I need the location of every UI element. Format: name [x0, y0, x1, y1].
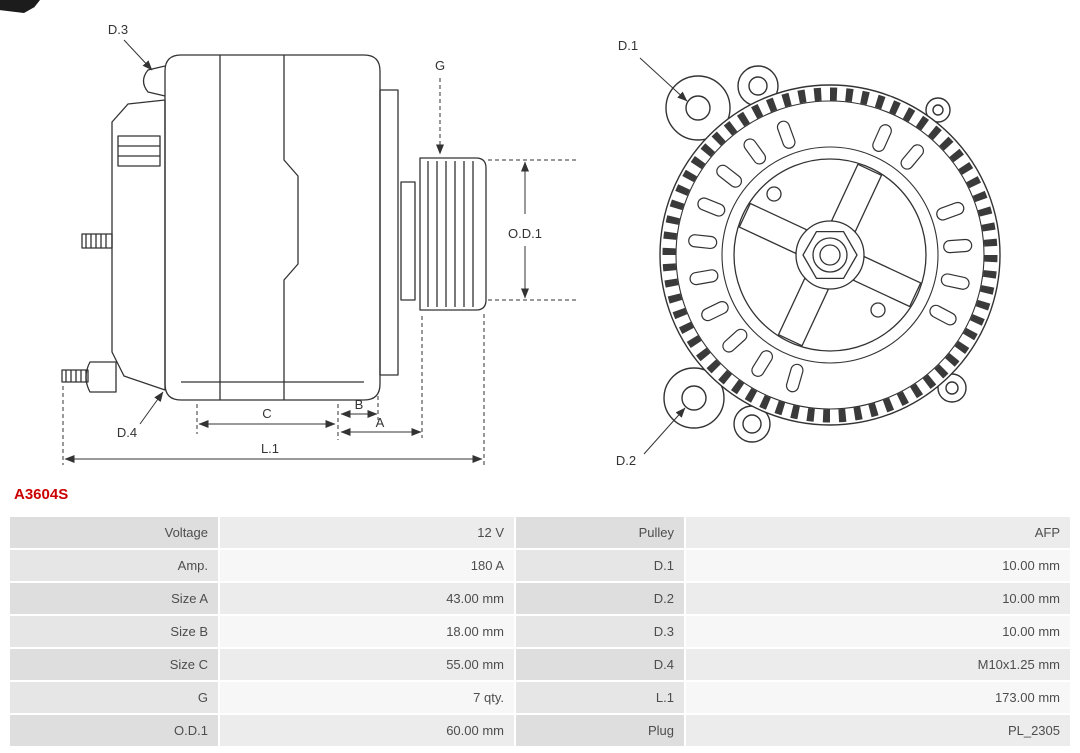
ventilation-slots	[688, 120, 973, 393]
spec-label: D.3	[516, 616, 684, 647]
spec-label: O.D.1	[10, 715, 218, 746]
spec-label: Size A	[10, 583, 218, 614]
spec-value: 10.00 mm	[686, 550, 1070, 581]
label-a: A	[376, 415, 385, 430]
spec-value: 10.00 mm	[686, 616, 1070, 647]
side-view-drawing: D.3 G O.D.1 C B A L.1 D.4	[61, 22, 576, 465]
front-leader-lines	[639, 57, 688, 455]
label-d2: D.2	[616, 453, 636, 468]
spec-value: 18.00 mm	[220, 616, 514, 647]
spec-label: Plug	[516, 715, 684, 746]
spec-label: G	[10, 682, 218, 713]
spec-label: D.2	[516, 583, 684, 614]
part-number: A3604S	[14, 486, 69, 503]
spec-value: 10.00 mm	[686, 583, 1070, 614]
spec-value: 12 V	[220, 517, 514, 548]
spec-label: Voltage	[10, 517, 218, 548]
front-view-drawing: D.1 D.2	[616, 38, 1001, 468]
label-c: C	[262, 406, 271, 421]
label-d4: D.4	[117, 425, 137, 440]
spec-value: 173.00 mm	[686, 682, 1070, 713]
alternator-side-outline	[61, 54, 487, 401]
spec-label: Amp.	[10, 550, 218, 581]
pulley-face-and-hub	[733, 158, 927, 352]
label-b: B	[355, 397, 364, 412]
spec-label: D.1	[516, 550, 684, 581]
spec-value: AFP	[686, 517, 1070, 548]
spec-value: M10x1.25 mm	[686, 649, 1070, 680]
side-dimension-labels: D.3 G O.D.1 C B A L.1 D.4	[108, 22, 542, 456]
label-g: G	[435, 58, 445, 73]
spec-label: Size C	[10, 649, 218, 680]
side-dimension-lines	[62, 39, 576, 465]
spec-value: PL_2305	[686, 715, 1070, 746]
label-l1: L.1	[261, 441, 279, 456]
spec-table: Voltage 12 V Pulley AFP Amp. 180 A D.1 1…	[10, 517, 1070, 746]
label-d1: D.1	[618, 38, 638, 53]
spec-value: 7 qty.	[220, 682, 514, 713]
spec-label: D.4	[516, 649, 684, 680]
label-d3: D.3	[108, 22, 128, 37]
spec-label: L.1	[516, 682, 684, 713]
spec-value: 55.00 mm	[220, 649, 514, 680]
spec-value: 43.00 mm	[220, 583, 514, 614]
spec-label: Pulley	[516, 517, 684, 548]
spec-value: 180 A	[220, 550, 514, 581]
spec-value: 60.00 mm	[220, 715, 514, 746]
label-od1: O.D.1	[508, 226, 542, 241]
front-dimension-labels: D.1 D.2	[616, 38, 638, 468]
spec-label: Size B	[10, 616, 218, 647]
